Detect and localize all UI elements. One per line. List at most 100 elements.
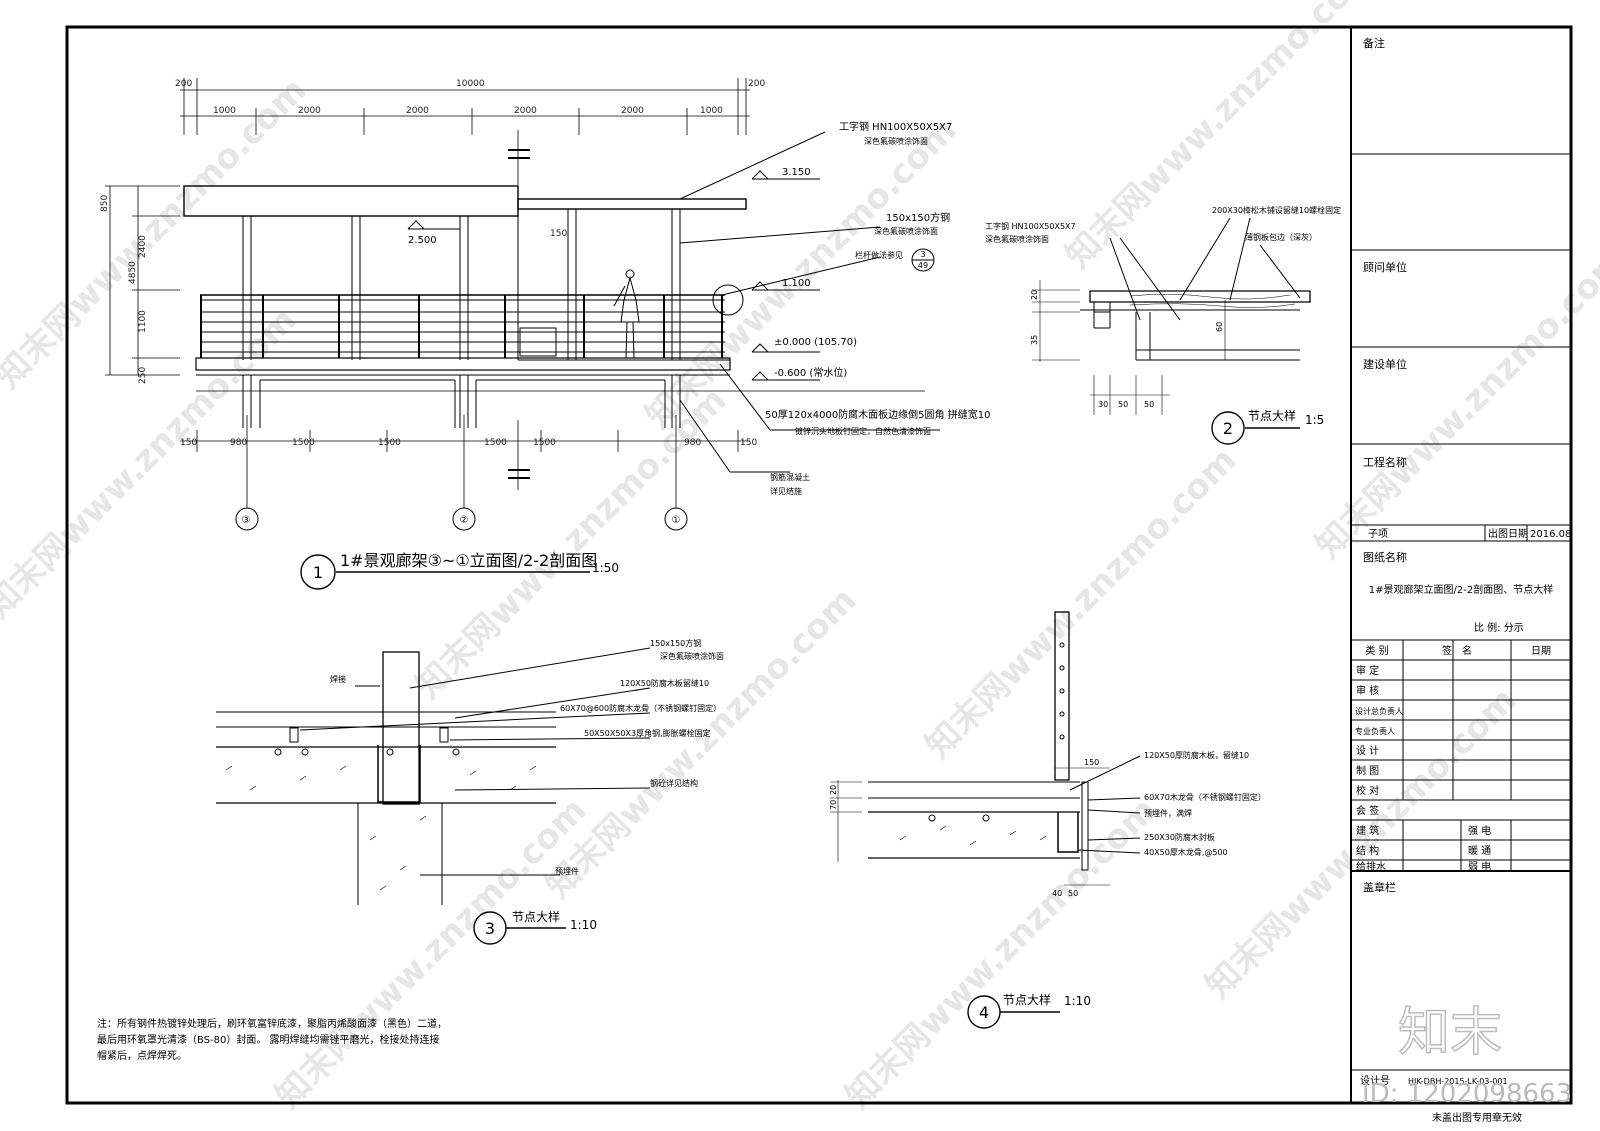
drawing-no: HJK-DBH-2015-LK-03-001 — [1408, 1077, 1508, 1086]
weld-label: 焊接 — [330, 674, 346, 684]
detail-title: 1#景观廊架③~①立面图/2-2剖面图 — [340, 551, 597, 570]
logo-watermark: 知末 — [1398, 1003, 1502, 1063]
issue-date: 2016.08 — [1530, 529, 1571, 540]
ref-number: 3 — [920, 250, 925, 259]
detail-scale: 1:50 — [592, 561, 619, 575]
countersign-left: 结 构 — [1356, 844, 1379, 857]
dim-label: 20 — [1030, 290, 1039, 300]
ref-sheet: 49 — [918, 261, 928, 270]
consultant-label: 顾问单位 — [1363, 260, 1407, 274]
note-label: 详见结施 — [770, 486, 802, 496]
sign-row: 设 计 — [1356, 744, 1379, 757]
dim-bottom: 1500 — [533, 438, 556, 448]
sign-row: 审 定 — [1356, 664, 1379, 677]
sign-header-signature: 签 名 — [1442, 644, 1472, 657]
dim-left: 850 — [100, 195, 110, 212]
sign-header-date: 日期 — [1531, 645, 1551, 657]
elevation-drawing — [105, 78, 940, 590]
general-note-line: 帽紧后，点焊焊死。 — [97, 1049, 187, 1062]
note-label: 镀锌沉头地板钉固定，自然色清漆饰面 — [795, 426, 931, 436]
note-label: 栏杆做法参见 — [855, 250, 903, 260]
detail-index: 3 — [485, 919, 495, 938]
detail2-drawing — [1032, 217, 1311, 445]
dim-part: 2000 — [406, 106, 429, 116]
client-label: 建设单位 — [1363, 357, 1407, 371]
dim-label: 35 — [1030, 335, 1039, 345]
countersign-left: 给排水 — [1356, 860, 1386, 873]
sheet-name-label: 图纸名称 — [1363, 550, 1407, 564]
elevation-text: 200 10000 200 1000 2000 2000 2000 2000 1… — [100, 79, 990, 582]
dim-small: 150 — [550, 229, 567, 239]
dim-part: 2000 — [298, 106, 321, 116]
note-label: 深色氟碳喷涂饰面 — [874, 226, 938, 236]
note-label: 150x150方钢 — [650, 638, 701, 648]
dim-label: 30 — [1098, 400, 1108, 409]
watermark-text: 知末网www.znzmo.com — [538, 580, 864, 906]
note-label: 薄钢板包边（深灰） — [1245, 232, 1317, 242]
detail-scale: 1:5 — [1305, 413, 1324, 427]
detail-title: 节点大样 — [1003, 992, 1051, 1007]
dim-bottom: 980 — [684, 438, 701, 448]
note-label: 深色氟碳喷涂饰面 — [660, 651, 724, 661]
countersign-left: 建 筑 — [1356, 824, 1379, 837]
dim-left: 1100 — [138, 310, 148, 333]
id-watermark: ID: 1202098663 — [1362, 1079, 1572, 1109]
detail4-drawing — [830, 611, 1141, 1029]
subitem-label: 子项 — [1368, 528, 1388, 540]
axis-label: ③ — [242, 515, 251, 526]
scale-text: 比 例: 分示 — [1474, 621, 1524, 634]
note-label: 深色氟碳喷涂饰面 — [985, 234, 1049, 244]
detail-index: 2 — [1223, 419, 1233, 438]
drawing-no-label: 设计号 — [1360, 1074, 1390, 1087]
issue-date-label: 出图日期 — [1488, 527, 1528, 540]
axis-label: ① — [672, 515, 681, 526]
dim-label: 50 — [1118, 400, 1128, 409]
note-label: 工字钢 HN100X50X5X7 — [985, 221, 1076, 231]
dim-label: 50 — [1144, 400, 1154, 409]
remarks-label: 备注 — [1363, 36, 1385, 50]
title-block — [1350, 27, 1571, 1103]
dim-part: 1000 — [213, 106, 236, 116]
sign-row: 校 对 — [1356, 784, 1379, 797]
note-label: 60X70木龙骨（不锈钢螺钉固定） — [1144, 792, 1266, 802]
note-label: 150x150方钢 — [886, 211, 950, 224]
dim-bottom: 1500 — [378, 438, 401, 448]
title-block-text: 备注 顾问单位 建设单位 工程名称 子项 出图日期 2016.08 图纸名称 1… — [1355, 36, 1572, 1124]
general-note: 注：所有钢件热镀锌处理后，刷环氧富锌底漆，聚脂丙烯酸面漆（黑色）二道， 最后用环… — [97, 1017, 447, 1062]
dim-label: 50 — [1068, 889, 1078, 898]
dim-left: 4850 — [128, 261, 138, 284]
outer-frame — [65, 25, 1573, 1105]
dim-part: 1000 — [700, 106, 723, 116]
note-label: 预埋件，满焊 — [1144, 808, 1192, 818]
sign-header-category: 类 别 — [1365, 644, 1388, 657]
note-label: 50厚120x4000防腐木面板边缘倒5圆角 拼缝宽10 — [765, 408, 990, 421]
project-label: 工程名称 — [1363, 455, 1407, 469]
dim-top: 200 — [748, 79, 765, 89]
note-label: 60X70@600防腐木龙骨（不锈钢螺钉固定） — [560, 703, 721, 713]
general-note-line: 最后用环氧罩光清漆（BS-80）封面。 露明焊缝均需锉平磨光，栓接处持连接 — [97, 1033, 440, 1046]
sign-row: 专业负责人 — [1355, 726, 1395, 736]
detail-scale: 1:10 — [570, 918, 597, 932]
general-note-line: 注：所有钢件热镀锌处理后，刷环氧富锌底漆，聚脂丙烯酸面漆（黑色）二道， — [97, 1017, 447, 1030]
dim-part: 2000 — [514, 106, 537, 116]
detail-title: 节点大样 — [512, 909, 560, 924]
note-label: 250X30防腐木封板 — [1144, 832, 1215, 842]
countersign-label: 会 签 — [1356, 804, 1379, 817]
watermark-text: 知末网www.znzmo.com — [1058, 0, 1384, 276]
level-label: 3.150 — [782, 167, 811, 178]
seal-label: 盖章栏 — [1363, 880, 1396, 894]
level-label: ±0.000 (105.70) — [774, 337, 857, 348]
dim-bottom: 1500 — [292, 438, 315, 448]
detail-scale: 1:10 — [1064, 994, 1091, 1008]
note-label: 40X50厚木龙骨,@500 — [1144, 847, 1228, 857]
dim-bottom: 980 — [230, 438, 247, 448]
watermark-text: 知末网www.znzmo.com — [268, 790, 594, 1116]
dim-bottom: 150 — [740, 438, 757, 448]
dim-label: 20 — [829, 785, 838, 795]
detail2-text: 工字钢 HN100X50X5X7 深色氟碳喷涂饰面 200X30樟松木铺设留缝1… — [985, 205, 1341, 438]
note-label: 钢筋混凝土 — [770, 472, 810, 482]
note-label: 钢砼详见结构 — [650, 778, 698, 788]
detail-index: 1 — [313, 563, 323, 582]
dim-top: 10000 — [456, 79, 485, 89]
